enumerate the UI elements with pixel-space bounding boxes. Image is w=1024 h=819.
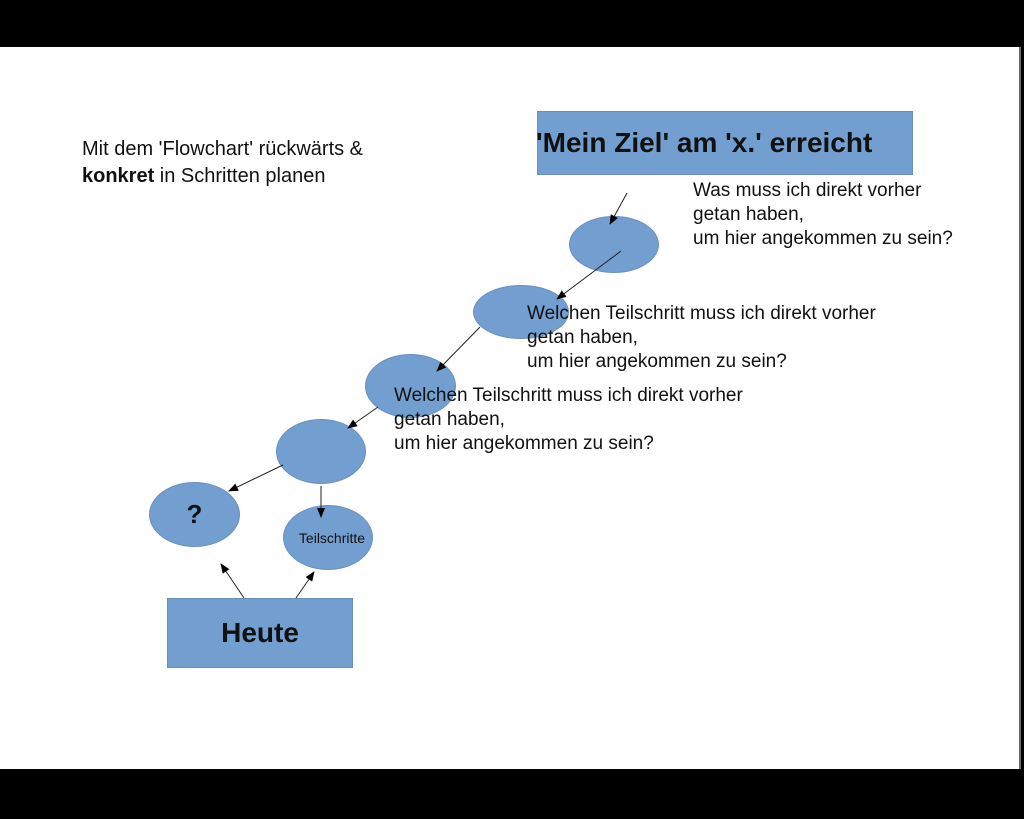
substeps-node-label: Teilschritte [298,529,366,546]
question-3-line-2: getan haben, [394,409,505,430]
question-text-1: Was muss ich direkt vorher getan haben, … [693,179,953,251]
goal-box: 'Mein Ziel' am 'x.' erreicht [536,111,913,175]
substeps-node: Teilschritte [283,505,373,570]
step-node-4 [276,419,366,484]
question-2-line-1: Welchen Teilschritt muss ich direkt vorh… [527,303,876,324]
question-1-line-1: Was muss ich direkt vorher [693,180,922,201]
question-3-line-1: Welchen Teilschritt muss ich direkt vorh… [394,385,743,406]
step-node-2 [473,285,569,339]
intro-line-1: Mit dem 'Flowchart' rückwärts & [82,138,364,160]
question-1-line-3: um hier angekommen zu sein? [693,228,953,249]
intro-text: Mit dem 'Flowchart' rückwärts & konkret … [82,136,363,190]
question-2-line-3: um hier angekommen zu sein? [527,351,787,372]
question-text-2: Welchen Teilschritt muss ich direkt vorh… [527,302,876,374]
goal-box-label: 'Mein Ziel' am 'x.' erreicht [536,127,873,158]
today-box: Heute [167,598,353,668]
question-1-line-2: getan haben, [693,204,804,225]
unknown-node-label: ? [186,499,203,529]
question-text-3: Welchen Teilschritt muss ich direkt vorh… [394,384,743,456]
today-box-label: Heute [221,617,299,648]
intro-line-2: konkret in Schritten planen [82,163,363,190]
question-3-line-3: um hier angekommen zu sein? [394,433,654,454]
intro-line-2-rest: in Schritten planen [154,165,326,187]
step-node-1 [569,216,659,273]
unknown-node: ? [149,482,240,547]
question-2-line-2: getan haben, [527,327,638,348]
intro-bold-word: konkret [82,165,155,187]
